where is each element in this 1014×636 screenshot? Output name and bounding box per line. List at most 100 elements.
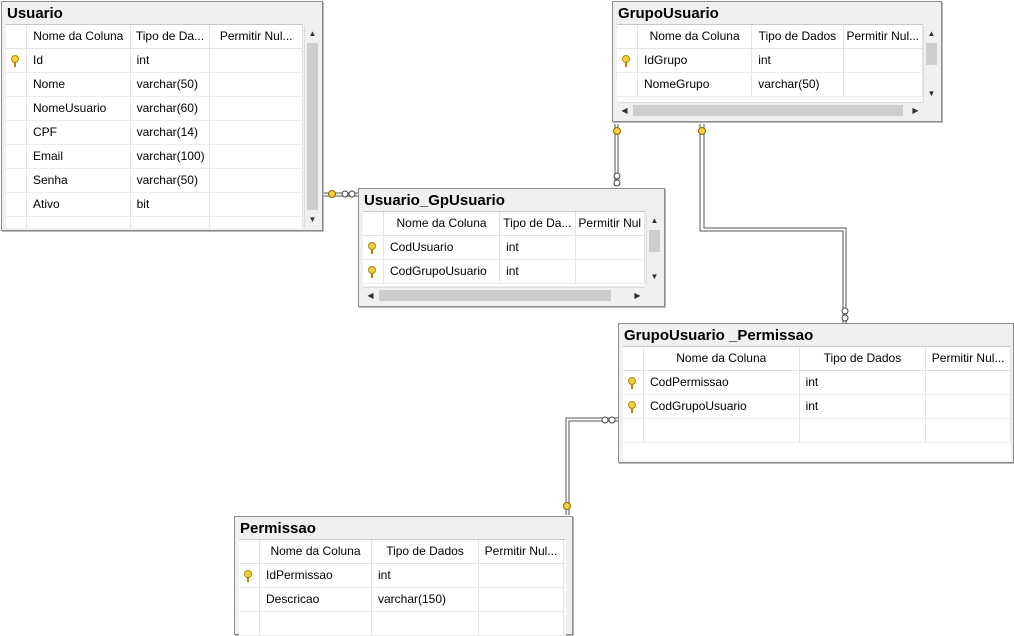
table-row[interactable]: Ativo bit	[6, 193, 303, 217]
column-header-name[interactable]: Nome da Coluna	[260, 540, 372, 563]
column-nullable[interactable]	[926, 395, 1011, 418]
column-type[interactable]: varchar(14)	[131, 121, 211, 144]
column-nullable[interactable]	[210, 169, 303, 192]
column-name[interactable]: CodGrupoUsuario	[644, 395, 800, 418]
column-name[interactable]: CPF	[27, 121, 131, 144]
column-nullable[interactable]	[479, 588, 564, 611]
column-header-nullable[interactable]: Permitir Nul	[576, 212, 645, 235]
column-header-type[interactable]: Tipo de Da...	[500, 212, 576, 235]
column-type[interactable]: int	[131, 49, 211, 72]
table-row[interactable]	[623, 419, 1011, 443]
column-name[interactable]: IdGrupo	[638, 49, 753, 72]
table-row[interactable]: IdGrupo int	[617, 49, 923, 73]
table-permissao[interactable]: Permissao Nome da Coluna Tipo de Dados P…	[234, 516, 573, 636]
scroll-up-icon[interactable]: ▲	[927, 29, 936, 38]
column-header-type[interactable]: Tipo de Dados	[752, 25, 844, 48]
column-nullable[interactable]	[210, 97, 303, 120]
column-nullable[interactable]	[576, 260, 645, 283]
column-nullable[interactable]	[210, 145, 303, 168]
column-type[interactable]: int	[500, 236, 576, 259]
vertical-scrollbar[interactable]: ▲ ▼	[923, 26, 939, 102]
column-type[interactable]: int	[752, 49, 844, 72]
table-row[interactable]: CodUsuario int	[363, 236, 645, 260]
column-type[interactable]: int	[800, 395, 927, 418]
column-type[interactable]: bit	[131, 193, 211, 216]
column-nullable[interactable]	[576, 236, 645, 259]
table-row[interactable]: NomeUsuario varchar(60)	[6, 97, 303, 121]
column-nullable[interactable]	[210, 193, 303, 216]
column-name[interactable]: Id	[27, 49, 131, 72]
table-row[interactable]: Senha varchar(50)	[6, 169, 303, 193]
column-name[interactable]: Nome	[27, 73, 131, 96]
scroll-right-icon[interactable]: ▶	[634, 291, 641, 300]
table-row[interactable]	[6, 217, 303, 228]
column-header-type[interactable]: Tipo de Dados	[372, 540, 479, 563]
table-row[interactable]: IdPermissao int	[239, 564, 566, 588]
table-row[interactable]: CodGrupoUsuario int	[363, 260, 645, 284]
scroll-down-icon[interactable]: ▼	[308, 215, 317, 224]
scroll-up-icon[interactable]: ▲	[650, 216, 659, 225]
table-row[interactable]: Descricao varchar(150)	[239, 588, 566, 612]
column-name[interactable]: Ativo	[27, 193, 131, 216]
table-row[interactable]: CodPermissao int	[623, 371, 1011, 395]
horizontal-scrollbar[interactable]: ◀ ▶	[363, 287, 645, 303]
table-row[interactable]	[239, 612, 566, 636]
column-name[interactable]: CodGrupoUsuario	[384, 260, 501, 283]
column-name[interactable]: Descricao	[260, 588, 372, 611]
column-nullable[interactable]	[479, 564, 564, 587]
column-name[interactable]: NomeGrupo	[638, 73, 753, 96]
table-title[interactable]: Usuario_GpUsuario	[359, 189, 664, 211]
column-name[interactable]: CodPermissao	[644, 371, 800, 394]
column-header-name[interactable]: Nome da Coluna	[638, 25, 753, 48]
table-row[interactable]: CodGrupoUsuario int	[623, 395, 1011, 419]
column-header-name[interactable]: Nome da Coluna	[644, 347, 800, 370]
table-row[interactable]: Id int	[6, 49, 303, 73]
column-name[interactable]: Senha	[27, 169, 131, 192]
column-nullable[interactable]	[210, 73, 303, 96]
horizontal-scrollbar[interactable]: ◀ ▶	[617, 102, 923, 118]
column-type[interactable]: varchar(50)	[752, 73, 844, 96]
column-header-nullable[interactable]: Permitir Nul...	[210, 25, 303, 48]
scroll-thumb[interactable]	[379, 290, 611, 301]
scroll-thumb[interactable]	[633, 105, 903, 116]
column-type[interactable]: int	[500, 260, 576, 283]
column-nullable[interactable]	[926, 371, 1011, 394]
column-header-nullable[interactable]: Permitir Nul...	[844, 25, 923, 48]
column-type[interactable]: int	[372, 564, 479, 587]
column-name[interactable]: CodUsuario	[384, 236, 501, 259]
scroll-left-icon[interactable]: ◀	[367, 291, 374, 300]
column-header-type[interactable]: Tipo de Dados	[800, 347, 927, 370]
scroll-left-icon[interactable]: ◀	[621, 106, 628, 115]
table-title[interactable]: Usuario	[2, 2, 322, 24]
scroll-thumb[interactable]	[649, 230, 660, 252]
table-row[interactable]: Email varchar(100)	[6, 145, 303, 169]
column-type[interactable]: varchar(150)	[372, 588, 479, 611]
column-type[interactable]: varchar(60)	[131, 97, 211, 120]
column-nullable[interactable]	[844, 49, 923, 72]
table-grupo-usuario[interactable]: GrupoUsuario Nome da Coluna Tipo de Dado…	[612, 1, 942, 122]
column-type[interactable]: int	[800, 371, 927, 394]
table-title[interactable]: GrupoUsuario	[613, 2, 941, 24]
column-nullable[interactable]	[210, 49, 303, 72]
column-header-nullable[interactable]: Permitir Nul...	[479, 540, 564, 563]
scroll-thumb[interactable]	[926, 43, 937, 65]
table-title[interactable]: GrupoUsuario _Permissao	[619, 324, 1013, 346]
column-name[interactable]: Email	[27, 145, 131, 168]
scroll-down-icon[interactable]: ▼	[927, 89, 936, 98]
table-usuario-gpusuario[interactable]: Usuario_GpUsuario Nome da Coluna Tipo de…	[358, 188, 665, 307]
table-row[interactable]: Nome varchar(50)	[6, 73, 303, 97]
scroll-thumb[interactable]	[307, 43, 318, 210]
column-name[interactable]: NomeUsuario	[27, 97, 131, 120]
column-type[interactable]: varchar(100)	[131, 145, 211, 168]
column-nullable[interactable]	[844, 73, 923, 96]
vertical-scrollbar[interactable]: ▲ ▼	[304, 26, 320, 228]
column-header-nullable[interactable]: Permitir Nul...	[926, 347, 1011, 370]
vertical-scrollbar[interactable]: ▲ ▼	[646, 213, 662, 285]
column-header-type[interactable]: Tipo de Da...	[131, 25, 211, 48]
column-header-name[interactable]: Nome da Coluna	[384, 212, 501, 235]
table-grupousuario-permissao[interactable]: GrupoUsuario _Permissao Nome da Coluna T…	[618, 323, 1014, 463]
column-name[interactable]: IdPermissao	[260, 564, 372, 587]
table-usuario[interactable]: Usuario Nome da Coluna Tipo de Da... Per…	[1, 1, 323, 231]
table-title[interactable]: Permissao	[235, 517, 572, 539]
table-row[interactable]: NomeGrupo varchar(50)	[617, 73, 923, 97]
